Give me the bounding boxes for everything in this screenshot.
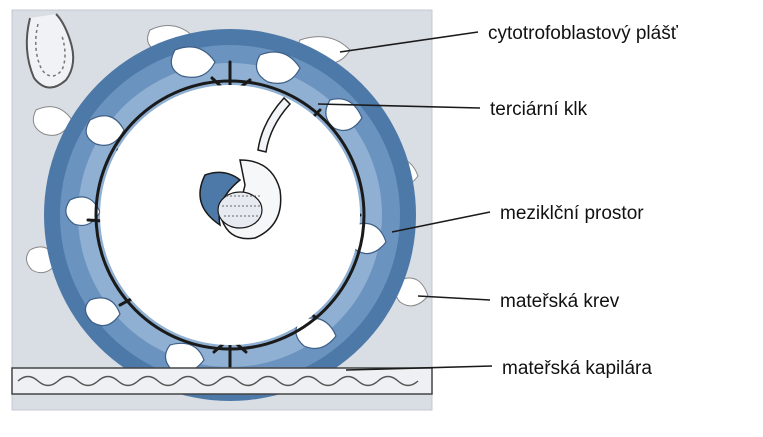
label-mezilkcni-prostor: meziklční prostor — [500, 203, 644, 224]
label-cytotrofoblastovy-plast: cytotrofoblastový plášť — [488, 23, 679, 44]
label-materska-krev: mateřská krev — [500, 291, 620, 312]
label-materska-kapilara: mateřská kapilára — [502, 358, 652, 379]
label-terciarni-klk: terciární klk — [490, 99, 588, 120]
maternal-capillary — [12, 368, 432, 394]
labels: cytotrofoblastový plášť terciární klk me… — [488, 23, 679, 379]
